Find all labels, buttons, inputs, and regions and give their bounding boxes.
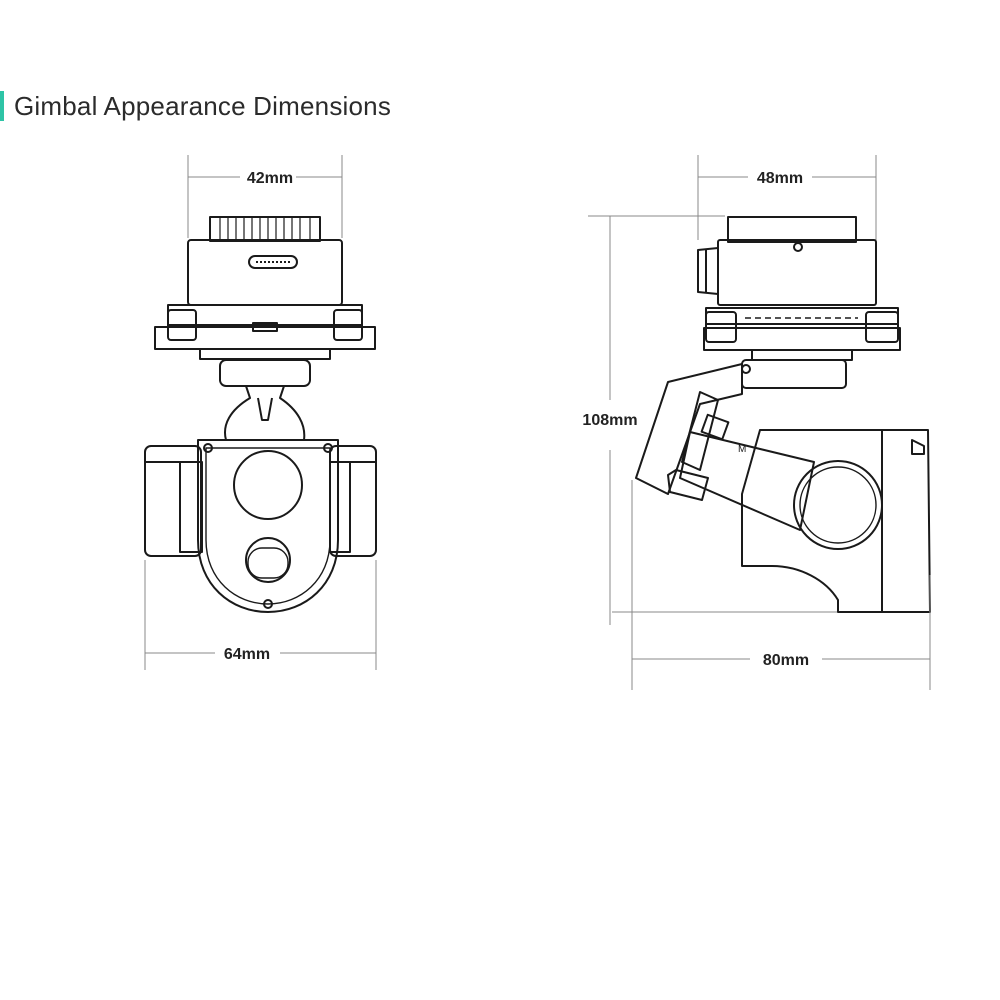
page-header: Gimbal Appearance Dimensions [0,88,391,124]
side-mount-upper [705,307,899,325]
screw-icon [793,242,803,252]
page-title: Gimbal Appearance Dimensions [14,90,392,121]
front-width-bottom-label: 64mm [224,646,270,663]
front-top-module [187,239,343,306]
side-mount-plate [703,327,901,351]
side-bracket [635,363,743,495]
thermal-lens-icon [233,450,303,520]
side-top-module [717,239,877,306]
front-top-dimension [187,155,343,238]
title-accent-bar [0,91,4,121]
side-height-label: 108mm [582,412,637,429]
screw-icon [323,443,333,453]
heatsink-fins [209,216,321,242]
side-top-dimension [697,155,877,240]
screw-icon [263,599,273,609]
usb-port-icon [248,255,298,269]
side-camera-body [741,429,931,613]
front-bottom-dimension [144,560,377,670]
front-width-top-label: 42mm [247,170,293,187]
screw-icon [741,364,751,374]
front-yaw-motor [219,359,311,387]
side-height-dimension [588,215,930,625]
side-depth-dimension [631,480,931,690]
side-yaw-motor [741,359,847,389]
front-view: 42mm [144,155,377,670]
side-pitch-arm [679,431,815,531]
screw-icon [203,443,213,453]
front-camera-body [197,439,339,613]
svg-text:M: M [738,444,746,455]
side-connector [697,247,719,295]
side-view: 48mm 108mm [582,155,931,690]
side-top-cap [727,216,857,243]
side-pitch-motor [793,460,883,550]
side-width-top-label: 48mm [757,170,803,187]
front-arm [224,385,306,441]
side-depth-label: 80mm [763,652,809,669]
zoom-lens-icon [245,537,291,583]
